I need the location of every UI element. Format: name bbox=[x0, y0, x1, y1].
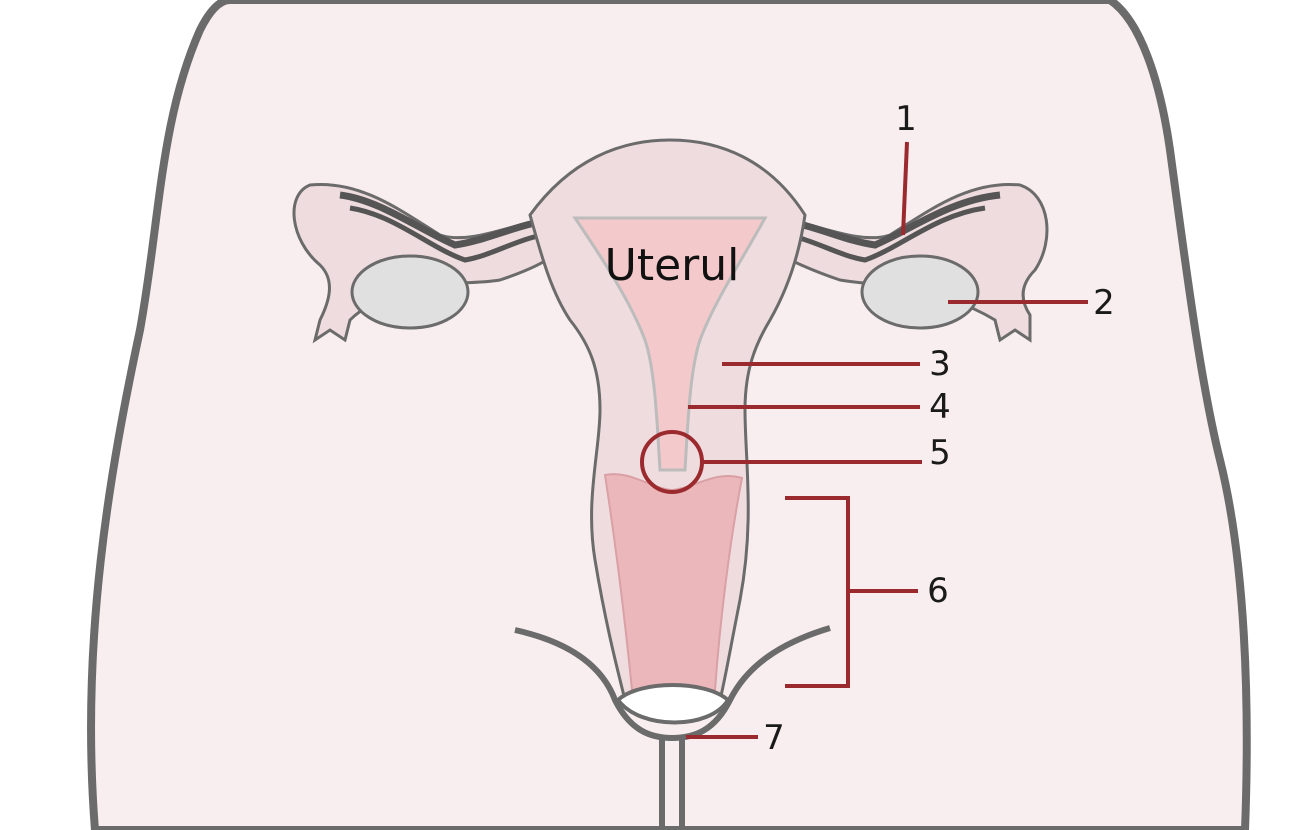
callout-number-4: 4 bbox=[929, 387, 951, 427]
callout-number-6: 6 bbox=[927, 571, 949, 611]
callout-number-1: 1 bbox=[895, 99, 917, 139]
callout-lines bbox=[640, 141, 1088, 739]
callout-number-3: 3 bbox=[929, 344, 951, 384]
callout-number-2: 2 bbox=[1093, 283, 1115, 323]
callout-numbers: 1 2 3 4 5 6 7 bbox=[763, 99, 1115, 758]
right-ovary bbox=[860, 254, 980, 330]
diagram-title: Uterul bbox=[605, 240, 740, 291]
uterine-cavity bbox=[572, 216, 768, 472]
labia-lines bbox=[659, 738, 685, 830]
callout-number-5: 5 bbox=[929, 433, 951, 473]
vaginal-opening bbox=[615, 683, 731, 725]
vulva-outline bbox=[514, 625, 831, 742]
callout-number-7: 7 bbox=[763, 718, 785, 758]
vagina bbox=[603, 473, 744, 691]
callout-line-1 bbox=[901, 141, 909, 236]
left-ovary bbox=[350, 254, 470, 330]
